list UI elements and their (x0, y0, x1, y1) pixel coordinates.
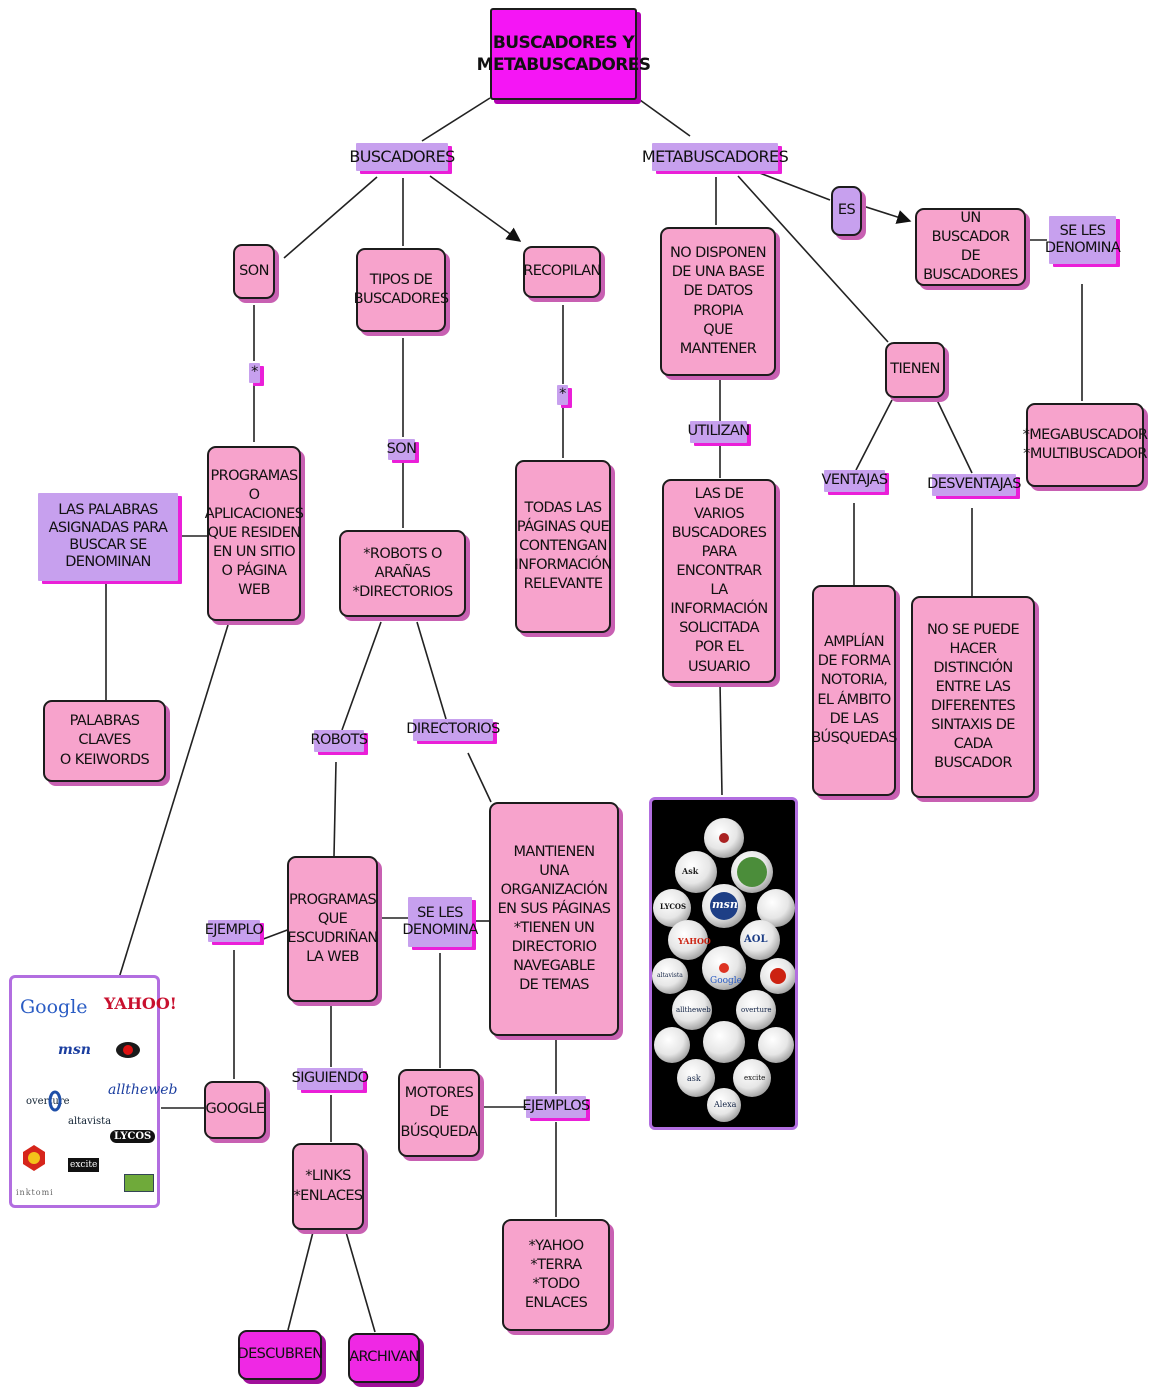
concept-megabuscador-multibuscador: *MEGABUSCADOR *MULTIBUSCADOR (1023, 403, 1148, 487)
link-label-son: SON (387, 439, 417, 460)
concept-palabras-claves: PALABRAS CLAVES O KEIWORDS (43, 700, 166, 782)
concept-tienen: TIENEN (885, 342, 945, 398)
concept-todas-las-paginas: TODAS LAS PÁGINAS QUE CONTENGAN INFORMAC… (514, 460, 612, 633)
concept-archivan: ARCHIVAN (348, 1333, 420, 1383)
google-bubble-logo: Google (710, 976, 742, 986)
link-label-palabras-asignadas: LAS PALABRAS ASIGNADAS PARA BUSCAR SE DE… (38, 493, 178, 581)
inktomi-logo: inktomi (16, 1188, 54, 1197)
link-label-siguiendo: SIGUIENDO (292, 1068, 369, 1090)
concept-las-de-varios-buscadores: LAS DE VARIOS BUSCADORES PARA ENCONTRAR … (662, 479, 776, 683)
link-label-se-les-denomina-middle: SE LES DENOMINA (402, 897, 478, 947)
alltheweb-logo: alltheweb (108, 1082, 178, 1098)
link-label-ejemplos: EJEMPLOS (522, 1096, 590, 1118)
logo-bubbles-graphic (652, 818, 795, 1122)
green-badge-icon (124, 1174, 154, 1192)
concept-programas-que-escudrinan: PROGRAMAS QUE ESCUDRIÑAN LA WEB (287, 856, 378, 1002)
excite-logo: excite (68, 1158, 100, 1172)
concept-es: ES (831, 186, 862, 236)
ask-logo: Ask (682, 866, 699, 876)
link-label-star-left: * (249, 363, 260, 383)
concept-links-enlaces: *LINKS *ENLACES (292, 1143, 364, 1230)
link-label-desventajas: DESVENTAJAS (927, 474, 1021, 496)
altavista-logo: altavista (68, 1116, 112, 1127)
concept-no-se-puede-hacer-distincion: NO SE PUEDE HACER DISTINCIÓN ENTRE LAS D… (911, 596, 1035, 798)
lycos-logo: LYCOS (110, 1130, 156, 1143)
concept-programas-o-aplicaciones: PROGRAMAS O APLICACIONES QUE RESIDEN EN … (205, 446, 304, 621)
metasearch-logos-image: Ask msn YAHOO AOL Google LYCOS altavista… (649, 797, 798, 1130)
yahoo-logo: YAHOO! (104, 994, 177, 1013)
msn-logo: msn (58, 1042, 91, 1058)
concept-robots-o-aranas-directorios: *ROBOTS O ARAÑAS *DIRECTORIOS (339, 530, 466, 617)
alexa-bubble-logo: Alexa (714, 1100, 737, 1109)
link-label-ventajas: VENTAJAS (822, 470, 888, 492)
concept-un-buscador-de-buscadores: UN BUSCADOR DE BUSCADORES (915, 208, 1026, 286)
concept-recopilan: RECOPILAN (523, 246, 601, 298)
excite-bubble-logo: excite (744, 1074, 766, 1082)
link-label-robots: ROBOTS (310, 730, 368, 752)
link-label-buscadores: BUSCADORES (349, 143, 455, 171)
concept-tipos-de-buscadores: TIPOS DE BUSCADORES (354, 248, 449, 332)
link-label-directorios: DIRECTORIOS (406, 719, 500, 741)
search-engine-logos-image: Google YAHOO! msn alltheweb overture alt… (9, 975, 177, 1208)
alltheweb-bubble-logo: alltheweb (676, 1006, 711, 1014)
google-logo: Google (20, 996, 88, 1018)
overture-bubble-logo: overture (741, 1006, 772, 1014)
main-title-node: BUSCADORES Y METABUSCADORES (477, 8, 651, 100)
concept-yahoo-terra-todo-enlaces: *YAHOO *TERRA *TODO ENLACES (502, 1219, 610, 1331)
yahoo-bubble-logo: YAHOO (678, 936, 711, 946)
link-label-metabuscadores: METABUSCADORES (642, 143, 789, 171)
lycos-bubble-logo: LYCOS (660, 902, 687, 911)
ask-small-bubble-logo: ask (687, 1074, 701, 1083)
red-eye-logo (116, 1042, 140, 1058)
overture-logo: overture (26, 1096, 70, 1107)
link-label-se-les-denomina-right: SE LES DENOMINA (1045, 216, 1121, 264)
overture-swirl-icon (48, 1090, 62, 1112)
concept-no-disponen: NO DISPONEN DE UNA BASE DE DATOS PROPIA … (660, 227, 776, 376)
concept-amplian: AMPLÍAN DE FORMA NOTORIA, EL ÁMBITO DE L… (811, 585, 897, 796)
link-label-ejemplo: EJEMPLO (205, 920, 264, 942)
inktomi-hexagon-icon (23, 1145, 45, 1171)
aol-bubble-logo: AOL (744, 934, 768, 945)
concept-son: SON (233, 244, 275, 299)
concept-descubren: DESCUBREN (238, 1330, 323, 1380)
concept-mantienen-una-organizacion: MANTIENEN UNA ORGANIZACIÓN EN SUS PÁGINA… (489, 802, 619, 1036)
concept-google: GOOGLE (204, 1081, 266, 1139)
altavista-bubble-logo: altavista (657, 972, 683, 979)
link-label-utilizan: UTILIZAN (688, 421, 750, 443)
link-label-star-right: * (557, 385, 568, 405)
msn-bubble-logo: msn (712, 898, 738, 911)
concept-motores-de-busqueda: MOTORES DE BÚSQUEDA (398, 1069, 480, 1157)
